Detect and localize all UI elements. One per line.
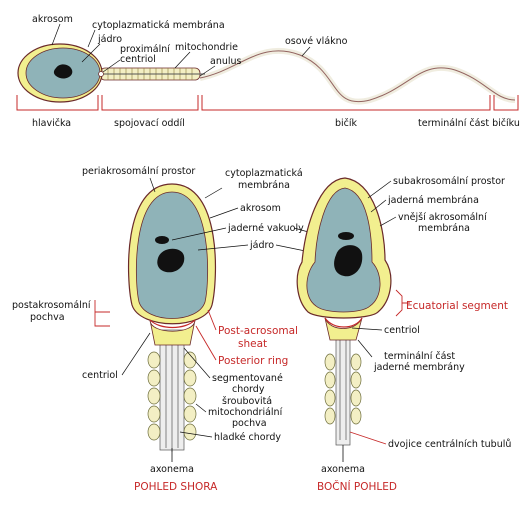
label-bicik: bičík	[335, 118, 358, 129]
lead-periakrosomalni	[149, 177, 156, 193]
label-ecuatorial: Ecuatorial segment	[406, 300, 508, 312]
top-view-mitochondrial-sheath	[147, 351, 197, 441]
label-centriol-right: centriol	[384, 325, 420, 336]
label-akrosom-mid: akrosom	[240, 203, 281, 214]
bracket-ecuatorial	[395, 289, 410, 317]
lead-vakuoly-mid-a	[171, 227, 227, 241]
label-mito-top: mitochondrie	[175, 42, 238, 53]
label-subakro: subakrosomální prostor	[393, 176, 505, 187]
label-cyto2-mid: membrána	[238, 180, 290, 191]
label-postakro2: pochva	[30, 312, 65, 323]
label-osove-top: osové vlákno	[285, 36, 348, 47]
lead-hladke	[179, 431, 213, 438]
lead-segm	[183, 347, 211, 379]
top-view-neck	[149, 319, 196, 346]
lead-akrosom-mid	[209, 207, 239, 219]
bracket-postakro	[94, 300, 110, 327]
label-prox1-top: proximální	[120, 44, 170, 55]
lead-dvojice	[349, 431, 387, 445]
label-hlavicka: hlavička	[32, 118, 71, 129]
flagellum-outline	[199, 50, 516, 103]
label-sroub2: mitochondriální	[208, 407, 283, 418]
label-anulus-top: anulus	[210, 56, 242, 67]
label-jaderna-membrana: jaderná membrána	[387, 195, 479, 206]
title-top-view: POHLED SHORA	[134, 481, 218, 493]
label-spojovaci: spojovací oddíl	[114, 118, 185, 129]
label-centriol-left: centriol	[82, 370, 118, 381]
label-prox2-top: centriol	[120, 54, 156, 65]
label-vnejsi2: membrána	[418, 223, 470, 234]
lead-posterior-ring	[195, 325, 217, 361]
label-term1: terminální část	[384, 351, 455, 362]
top-view-vacuole-small	[155, 236, 169, 244]
whole-sperm	[17, 43, 516, 105]
label-axonema-left: axonema	[150, 464, 194, 475]
lead-term	[357, 339, 373, 358]
side-view-mitochondrial-sheath	[324, 353, 362, 425]
lead-jaderna-membrana	[370, 199, 387, 213]
lead-cyto-mid	[204, 187, 223, 199]
lead-centriol-left	[121, 332, 151, 376]
lead-jadro-mid-a	[197, 244, 249, 251]
label-jadro-mid: jádro	[249, 240, 274, 251]
label-cyto1-mid: cytoplazmatická	[225, 168, 303, 179]
label-sroub1: šroubovitá	[222, 396, 272, 407]
label-vnejsi1: vnější akrosomální	[398, 212, 487, 223]
label-posterior-ring: Posterior ring	[218, 355, 288, 367]
label-cyto-top: cytoplazmatická membrána	[92, 20, 225, 31]
top-leader-lines	[51, 23, 311, 77]
label-periakrosomalni: periakrosomální prostor	[82, 166, 195, 177]
title-side-view: BOČNÍ POHLED	[317, 480, 397, 493]
side-view-ring	[324, 317, 363, 328]
label-hladke: hladké chordy	[214, 432, 281, 443]
label-axonema-right: axonema	[321, 464, 365, 475]
top-view-ring	[149, 319, 196, 329]
top-view-chords	[165, 335, 179, 452]
label-sroub3: pochva	[232, 418, 267, 429]
side-view-chords	[339, 335, 347, 440]
side-view-neck	[324, 317, 363, 341]
label-segm1: segmentované	[212, 373, 283, 384]
top-view-vacuole-large	[157, 248, 185, 273]
lead-subakro	[367, 180, 392, 199]
top-view-head	[127, 183, 217, 462]
label-segm2: chordy	[232, 384, 265, 395]
proximal-centriol-dot	[98, 71, 104, 77]
label-post-acro1: Post-acrosomal	[218, 325, 298, 337]
side-view-head	[296, 177, 392, 462]
label-post-acro2: sheat	[238, 338, 267, 350]
flagellum-tail	[199, 47, 516, 105]
head-vacuole	[53, 64, 73, 79]
label-jadro-top: jádro	[97, 34, 122, 45]
side-view-axoneme	[335, 329, 351, 446]
label-vakuoly-mid: jaderné vakuoly	[227, 223, 304, 234]
label-dvojice: dvojice centrálních tubulů	[388, 439, 511, 450]
lead-centriol-right	[351, 327, 383, 331]
label-postakro1: postakrosomální	[12, 300, 91, 311]
side-view-vacuole-large	[334, 245, 363, 277]
region-brackets	[16, 95, 519, 111]
side-view-vacuole-small	[338, 232, 354, 240]
label-term2: jaderné membrány	[373, 362, 465, 373]
label-terminal: terminální část bičíku	[418, 118, 520, 129]
lead-sroub	[195, 403, 207, 413]
lead-vnejsi	[379, 216, 397, 227]
label-akrosom-top: akrosom	[32, 14, 73, 25]
lead-post-acro	[207, 309, 217, 331]
